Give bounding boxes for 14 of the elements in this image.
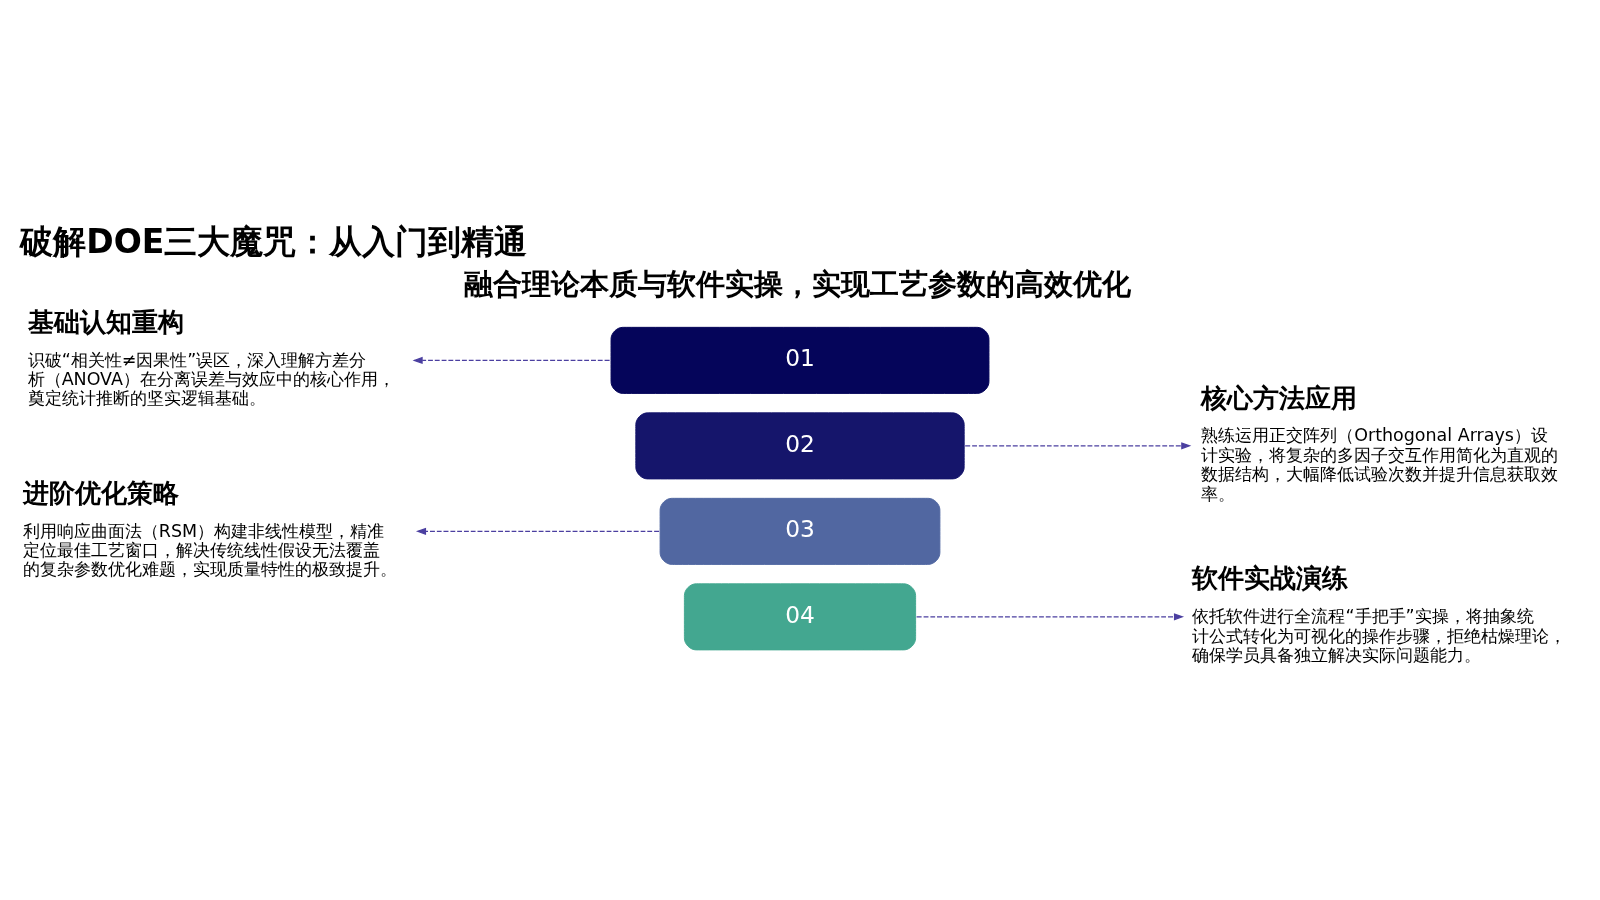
arrow	[415, 527, 660, 535]
arrow	[412, 356, 611, 364]
arrow	[964, 442, 1192, 450]
node-text: 软件实战演练 依托软件进行全流程“手把手”实操，将抽象统计公式转化为可视化的操作步骤，拒绝枯燥理论，确保学员具备独立解决实际问题能力。	[1192, 563, 1567, 665]
node-text: 基础认知重构 识破“相关性≠因果性”误区，深入理解方差分析（ANOVA）在分离误差与效应中的核心作用，奠定统计推断的坚实逻辑基础。	[27, 306, 395, 409]
diagram-title: 破解DOE三大魔咒：从入门到精通	[20, 222, 528, 262]
arrow	[916, 613, 1185, 621]
node-box: 04	[683, 583, 917, 651]
node-box: 02	[635, 412, 965, 480]
node-box: 01	[610, 326, 990, 394]
node-box: 03	[659, 497, 941, 565]
label: 融合理论本质与软件实操，实现工艺参数的高效优化	[464, 266, 1132, 301]
node-text: 进阶优化策略 利用响应曲面法（RSM）构建非线性模型，精准定位最佳工艺窗口，解决传统线性假设无法覆盖的复杂参数优化难题，实现质量特性的极致提升。	[22, 477, 397, 580]
node-text: 核心方法应用 熟练运用正交阵列（Orthogonal Arrays）设计实验，将复杂的多因子交互作用简化为直观的数据结构，大幅降低试验次数并提升信息获取效率。	[1201, 382, 1559, 504]
